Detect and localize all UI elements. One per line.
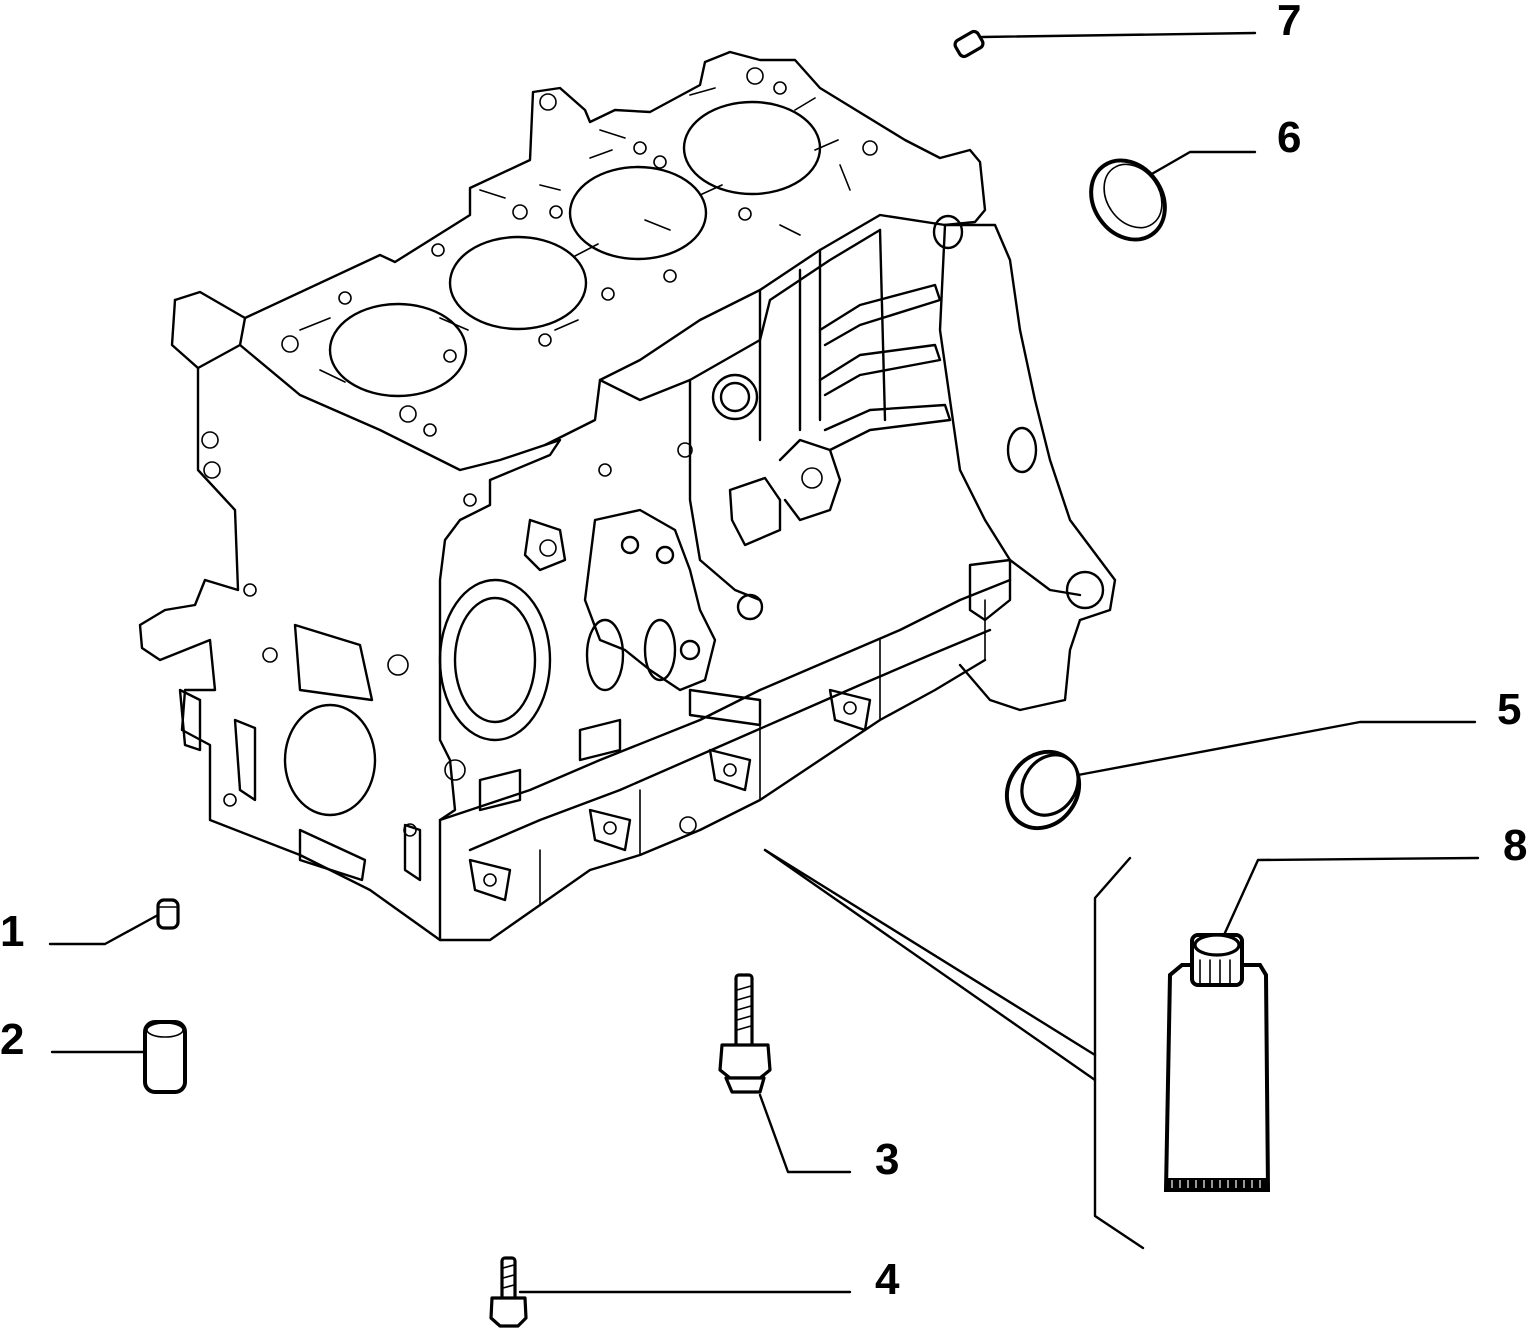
callout-2: 2 (0, 1015, 24, 1064)
part-2-sleeve-dowel (143, 1020, 187, 1094)
leader-line-8 (1222, 856, 1480, 937)
leader-line-7 (980, 31, 1257, 39)
callout-7: 7 (1277, 0, 1301, 45)
leader-line-3 (758, 1093, 852, 1174)
callout-3: 3 (875, 1135, 899, 1184)
leader-lines (48, 31, 1480, 1294)
bracket-pointer-lower (763, 848, 1097, 1082)
part-1-small-dowel (156, 898, 180, 930)
callout-1: 1 (0, 907, 24, 956)
bracket-pointer-upper (763, 848, 1097, 1057)
part-7-small-plug (953, 29, 985, 59)
leader-line-1 (48, 913, 160, 946)
part-3-long-bolt (718, 973, 772, 1094)
group-bracket (1093, 856, 1145, 1250)
part-8-sealant-tube (1163, 933, 1271, 1192)
callout-8: 8 (1503, 821, 1527, 870)
part-5-expansion-plug (1004, 749, 1082, 831)
part-4-short-bolt (489, 1256, 528, 1328)
engine-block (138, 50, 1117, 942)
callout-6: 6 (1277, 113, 1301, 162)
part-6-cup-plug (1089, 158, 1167, 242)
callout-5: 5 (1497, 685, 1521, 734)
callout-4: 4 (875, 1255, 900, 1304)
leader-line-6 (1148, 150, 1257, 177)
callout-labels: 1 2 3 4 5 6 7 8 (0, 0, 1527, 1304)
leader-line-5 (1076, 720, 1477, 777)
